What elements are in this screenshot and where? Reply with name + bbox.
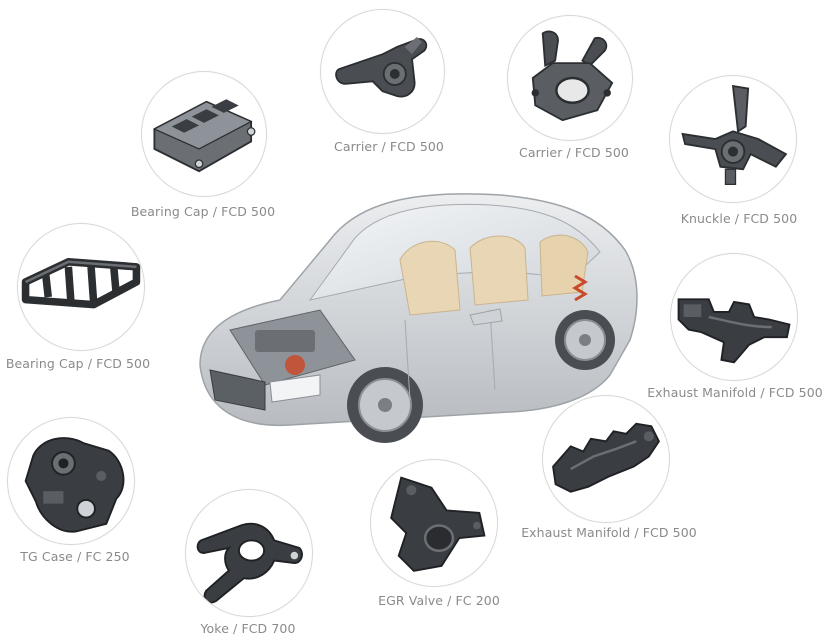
part-label-tg-case: TG Case / FC 250: [20, 549, 130, 564]
car-xray-icon: [199, 193, 638, 443]
egr-valve-icon: [390, 476, 486, 572]
part-circle-knuckle[interactable]: [669, 75, 797, 203]
part-label-yoke: Yoke / FCD 700: [200, 621, 296, 636]
part-label-bearing-cap-2: Bearing Cap / FCD 500: [5, 356, 151, 371]
part-label-exhaust-manifold-2: Exhaust Manifold / FCD 500: [521, 525, 697, 540]
part-label-knuckle: Knuckle / FCD 500: [680, 211, 798, 226]
tg-case-icon: [24, 437, 125, 533]
part-label-carrier-1: Carrier / FCD 500: [334, 139, 444, 154]
carrier-icon: [335, 37, 428, 98]
part-circle-bearing-cap-2[interactable]: [17, 223, 145, 351]
exhaust-manifold-icon: [677, 298, 791, 364]
part-circle-tg-case[interactable]: [7, 417, 135, 545]
part-circle-exhaust-manifold-2[interactable]: [542, 395, 670, 523]
yoke-icon: [196, 522, 303, 604]
part-label-bearing-cap-1: Bearing Cap / FCD 500: [130, 204, 276, 219]
knuckle-icon: [681, 84, 788, 185]
part-circle-yoke[interactable]: [185, 489, 313, 617]
part-circle-egr-valve[interactable]: [370, 459, 498, 587]
exhaust-manifold-icon: [552, 422, 661, 493]
bearing-cap-icon: [152, 99, 256, 173]
part-label-exhaust-manifold-1: Exhaust Manifold / FCD 500: [647, 385, 823, 400]
carrier-icon: [531, 30, 614, 122]
bearing-cap-frame-icon: [21, 258, 141, 309]
part-label-carrier-2: Carrier / FCD 500: [519, 145, 629, 160]
part-circle-bearing-cap-1[interactable]: [141, 71, 267, 197]
part-circle-exhaust-manifold-1[interactable]: [670, 253, 798, 381]
part-label-egr-valve: EGR Valve / FC 200: [378, 593, 500, 608]
car-illustration: [170, 160, 650, 460]
part-circle-carrier-2[interactable]: [507, 15, 633, 141]
part-circle-carrier-1[interactable]: [320, 9, 445, 134]
